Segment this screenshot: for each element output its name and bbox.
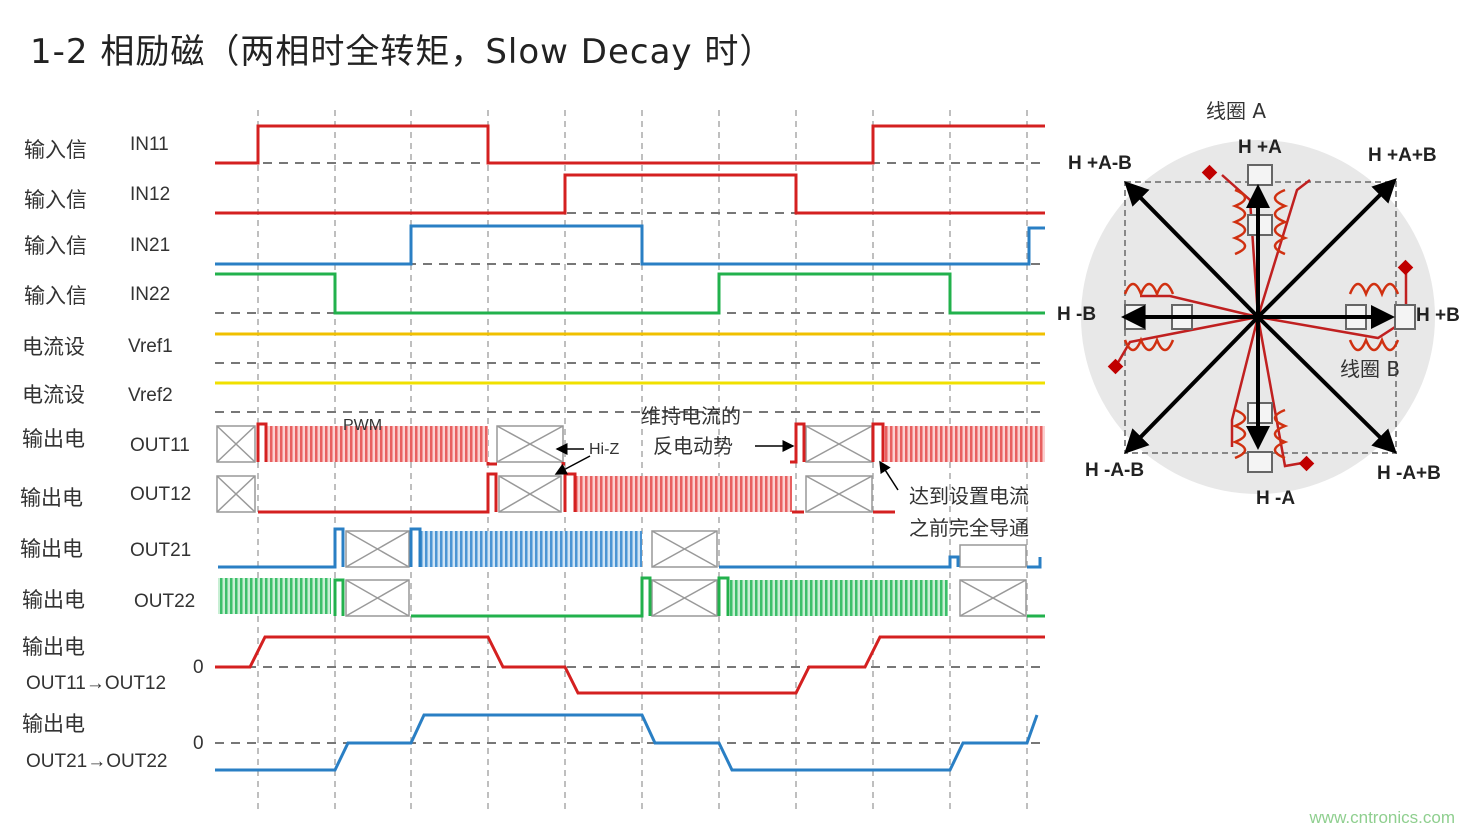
label-output-1: 输出电 [22,427,85,451]
label-h-plus-a-plus-b: H +A+B [1368,145,1437,166]
label-out11: OUT11 [130,435,190,456]
label-in12: IN12 [130,184,170,205]
label-h-minus-b: H -B [1057,304,1096,325]
label-output-6: 输出电 [22,712,85,736]
label-input-4: 输入信 [24,284,87,308]
label-in11: IN11 [130,134,169,155]
annotation-full-on-1: 达到设置电流 [909,484,1029,508]
label-out11-out12: OUT11→OUT12 [26,673,166,694]
waveform-current-out11-out12 [215,635,1045,695]
row-labels: 输入信 输入信 输入信 输入信 电流设 电流设 输出电 输出电 输出电 输出电 … [20,134,204,772]
label-output-3: 输出电 [20,537,83,561]
waveform-out11 [216,422,1045,466]
label-out22: OUT22 [134,591,195,612]
label-h-minus-a: H -A [1256,488,1295,509]
label-input-1: 输入信 [24,138,87,162]
waveform-out21 [218,527,1042,569]
label-out21: OUT21 [130,540,191,561]
vector-diagram: 线圈 A 线圈 B H +A H -A H +B H -B H +A+B H +… [1057,99,1460,509]
label-out21-out22: OUT21→OUT22 [26,751,167,772]
label-h-plus-b: H +B [1416,305,1460,326]
label-h-minus-a-minus-b: H -A-B [1085,460,1144,481]
waveform-in21 [215,224,1045,266]
label-input-2: 输入信 [24,188,87,212]
label-in21: IN21 [130,235,170,256]
label-current-1: 电流设 [22,335,85,359]
waveform-out22 [218,576,1045,618]
label-vref2: Vref2 [128,385,173,406]
label-coil-b: 线圈 B [1340,357,1400,381]
label-coil-a: 线圈 A [1206,99,1266,123]
label-output-5: 输出电 [22,635,85,659]
watermark: www.cntronics.com [1309,808,1455,827]
label-in22: IN22 [130,284,170,305]
label-h-minus-a-plus-b: H -A+B [1377,463,1441,484]
label-h-plus-a-minus-b: H +A-B [1068,153,1132,174]
page-title: 1-2 相励磁（两相时全转矩，Slow Decay 时） [30,32,775,72]
annotation-back-emf-1: 维持电流的 [641,404,741,428]
waveform-current-out21-out22 [215,713,1039,772]
annotation-hiz: Hi-Z [589,441,619,458]
annotation-full-on-2: 之前完全导通 [909,516,1029,540]
label-current-2: 电流设 [22,383,85,407]
label-h-plus-a: H +A [1238,137,1282,158]
label-zero-1: 0 [193,657,204,678]
annotation-back-emf-2: 反电动势 [653,434,733,458]
annotations: PWM Hi-Z 维持电流的 反电动势 达到设置电流 之前完全导通 [343,404,1029,540]
waveform-in22 [215,272,1045,315]
label-input-3: 输入信 [24,234,87,258]
label-output-4: 输出电 [22,588,85,612]
waveform-in12 [215,173,1045,215]
label-output-2: 输出电 [20,486,83,510]
label-zero-2: 0 [193,733,204,754]
label-out12: OUT12 [130,484,191,505]
waveform-in11 [215,124,1045,165]
label-vref1: Vref1 [128,336,173,357]
annotation-pwm: PWM [343,417,382,434]
waveform-out12 [216,472,895,514]
